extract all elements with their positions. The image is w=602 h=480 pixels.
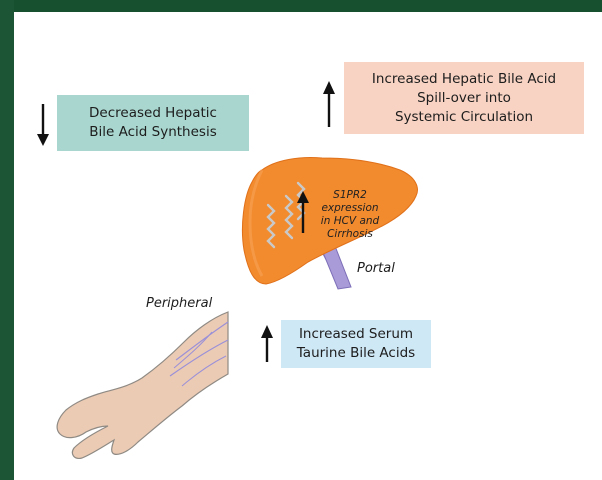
s1pr2-line-2: in HCV and [307, 215, 393, 228]
s1pr2-note: S1PR2 expression in HCV and Cirrhosis [307, 189, 393, 241]
s1pr2-line-3: Cirrhosis [307, 228, 393, 241]
decreased-line-1: Decreased Hepatic [89, 104, 217, 123]
decreased-synthesis-box: Decreased Hepatic Bile Acid Synthesis [57, 95, 249, 151]
arm-illustration [57, 312, 228, 458]
spillover-up-arrow [323, 81, 335, 127]
decreased-line-2: Bile Acid Synthesis [89, 123, 217, 142]
serum-taurine-box: Increased Serum Taurine Bile Acids [281, 320, 431, 368]
serum-up-arrow [261, 325, 273, 362]
portal-label: Portal [357, 261, 395, 276]
s1pr2-line-1: S1PR2 expression [307, 189, 393, 215]
spillover-line-3: Systemic Circulation [372, 108, 556, 127]
spillover-box: Increased Hepatic Bile Acid Spill-over i… [344, 62, 584, 134]
spillover-line-2: Spill-over into [372, 89, 556, 108]
serum-line-2: Taurine Bile Acids [297, 344, 415, 363]
serum-line-1: Increased Serum [297, 325, 415, 344]
peripheral-label: Peripheral [146, 296, 212, 311]
decreased-down-arrow [37, 104, 49, 146]
spillover-line-1: Increased Hepatic Bile Acid [372, 70, 556, 89]
